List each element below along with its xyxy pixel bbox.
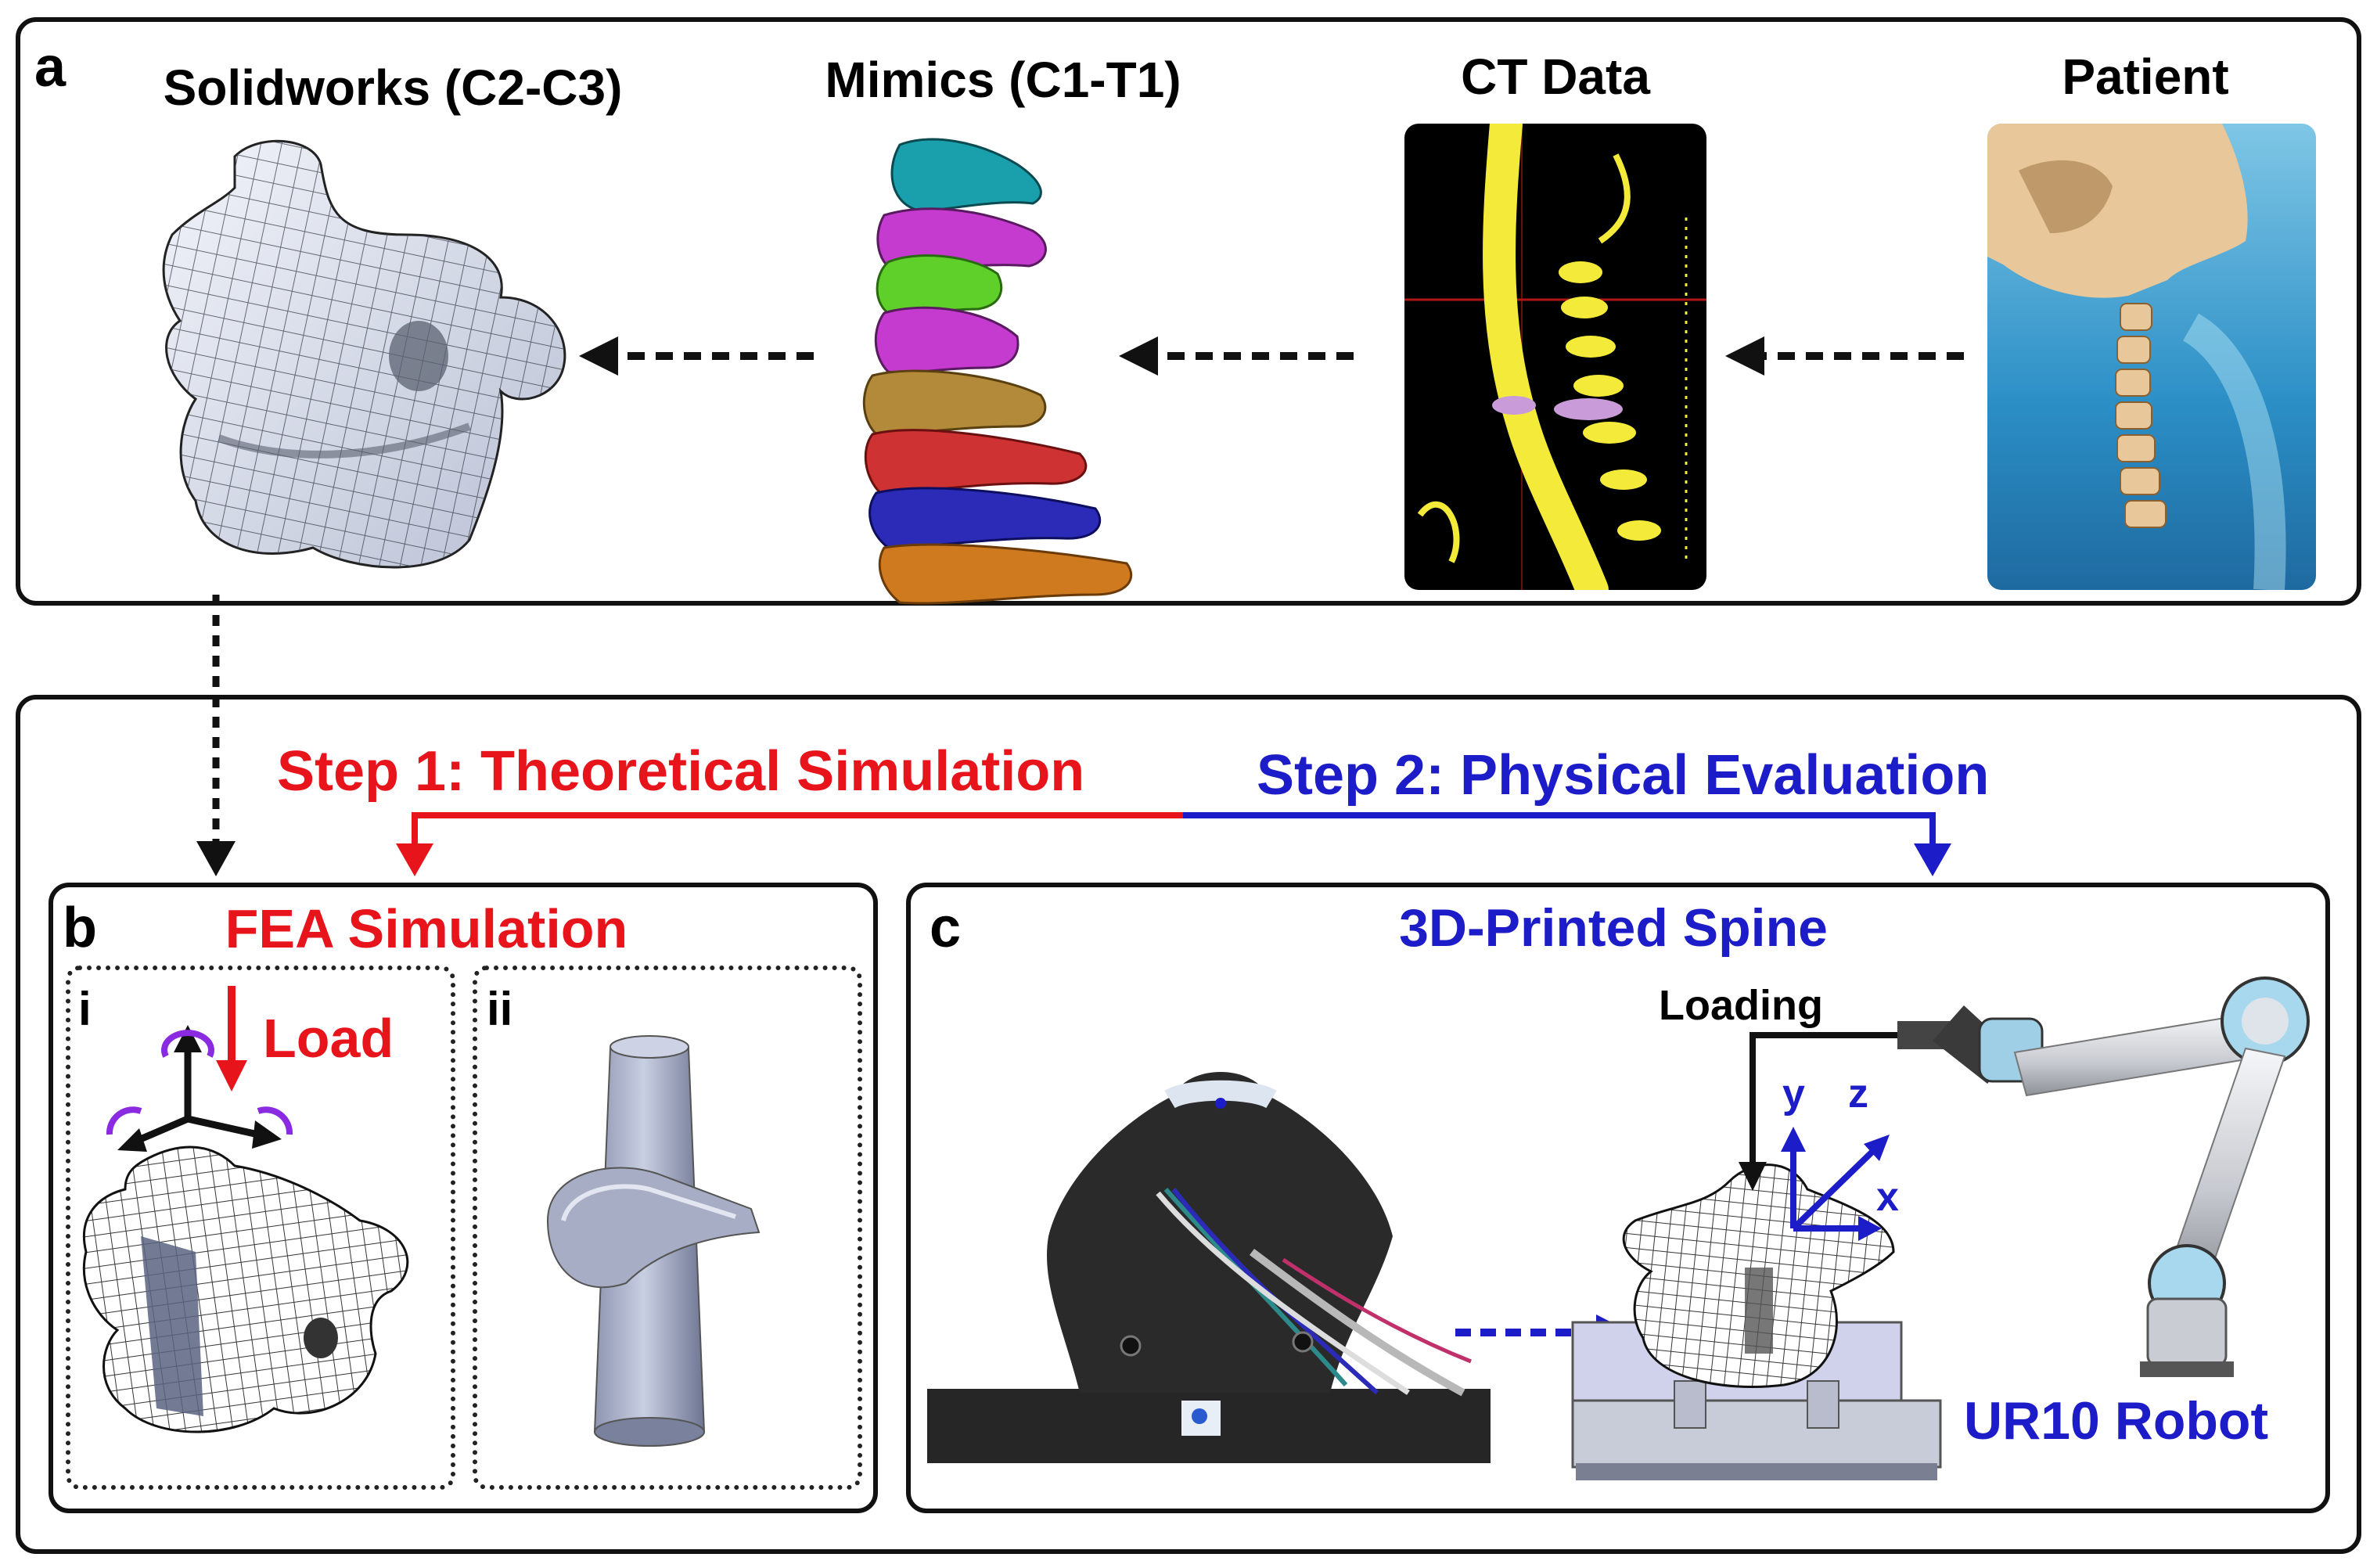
robot-label: UR10 Robot xyxy=(1964,1391,2269,1451)
stage-label-solidworks: Solidworks (C2-C3) xyxy=(163,59,623,116)
stage-label-patient: Patient xyxy=(2062,49,2229,105)
axis-x-label: x xyxy=(1876,1174,1899,1220)
ct-scan-image xyxy=(1404,124,1706,590)
panel-b-title: FEA Simulation xyxy=(225,898,628,959)
subpanel-ii-label: ii xyxy=(487,983,513,1035)
stage-label-mimics: Mimics (C1-T1) xyxy=(825,52,1181,108)
step-2-label: Step 2: Physical Evaluation xyxy=(1257,744,1990,807)
subpanel-i-label: i xyxy=(78,983,92,1035)
panel-b-letter: b xyxy=(63,897,97,959)
panel-c-letter: c xyxy=(930,897,962,959)
axis-z-label: z xyxy=(1848,1071,1868,1117)
stage-label-ct-data: CT Data xyxy=(1461,49,1650,105)
panel-c-title: 3D-Printed Spine xyxy=(1399,898,1828,958)
fea-subpanel-i xyxy=(66,966,455,1490)
panel-a-letter: a xyxy=(34,36,67,99)
loading-label: Loading xyxy=(1659,982,1823,1029)
load-label: Load xyxy=(263,1008,394,1069)
fea-subpanel-ii xyxy=(473,966,862,1490)
patient-neck-render xyxy=(1987,124,2316,590)
step-1-label: Step 1: Theoretical Simulation xyxy=(277,740,1085,803)
axis-y-label: y xyxy=(1782,1071,1805,1117)
